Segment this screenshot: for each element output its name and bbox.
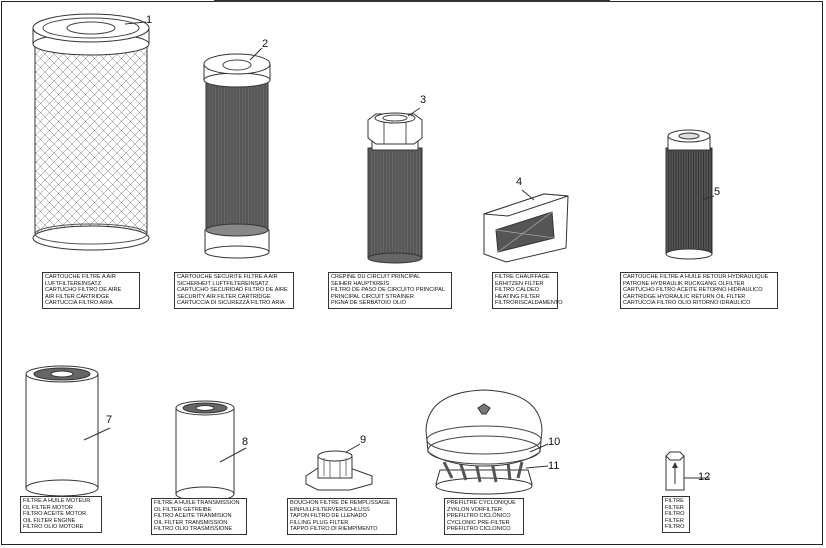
engine-oil-filter-drawing (25, 365, 111, 497)
part-number-5: 5 (714, 186, 721, 198)
security-cartridge-drawing (203, 47, 271, 259)
filling-plug-drawing (305, 443, 373, 491)
caption-line: LUFTFILTEREINSATZ (45, 280, 102, 287)
caption-line: FILTRE A HUILE MOTEUR (23, 498, 91, 504)
caption-line: SECURITY AIR FILTER CARTRIDGE (177, 293, 271, 300)
caption-line: PATRONE HYDRAULIK RUCKGANG OLFILTER (623, 280, 745, 287)
caption-line: CARTUCHO FILTRO DE AIRE (45, 287, 122, 293)
small-filter-drawing (665, 451, 710, 491)
hydraulic-return-cartridge-drawing (665, 129, 715, 260)
caption-part-12: FILTRE FILTER FILTRO FILTER FILTRO (662, 496, 690, 533)
caption-line: CARTOUCHE SECURITE FILTRE A AIR (177, 274, 278, 280)
caption-line: FILTRO CALDEO (495, 287, 540, 293)
caption-part-7: FILTRE A HUILE MOTEUR OL FILTER MOTOR FI… (20, 496, 102, 533)
part-number-2: 2 (262, 38, 269, 50)
caption-part-3: CREPINE DU CIRCUIT PRINCIPAL SEIHER HAUP… (328, 272, 452, 309)
caption-part-9: BOUCHON FILTRE DE REMPLISSAGE EINFULLFIL… (287, 498, 397, 535)
caption-line: CARTUCHO FILTRO ACEITE RETORNO HIDRAULIC… (623, 287, 763, 293)
air-filter-cartridge-drawing (32, 13, 150, 251)
part-number-10: 10 (548, 436, 561, 448)
caption-line: EINFULLFILTERVERSCHLUSS (290, 506, 370, 513)
part-number-9: 9 (360, 434, 367, 446)
part-number-11: 11 (548, 460, 560, 472)
caption-line: OIL FILTER TRANSMISSION (154, 519, 228, 526)
caption-line: OL FILTER GETREIBE (154, 506, 212, 513)
caption-part-4: FILTRE CHAUFFAGE ERHITZEN FILTER FILTRO … (492, 272, 563, 309)
top-rule (214, 0, 610, 2)
caption-line: FILTRE CHAUFFAGE (495, 274, 550, 280)
caption-line: ZYKLON VORFILTER (447, 506, 502, 513)
caption-part-1: CARTOUCHE FILTRE A AIR LUFTFILTEREINSATZ… (42, 272, 140, 309)
caption-line: PIGNA DE SERBATOIO OLIO (331, 300, 407, 306)
caption-line: FILLING PLUG FILTER (290, 519, 349, 526)
part-number-8: 8 (242, 436, 249, 448)
part-number-3: 3 (420, 94, 427, 106)
caption-line: CARTUCCIA DI SICUREZZA FILTRO ARIA (177, 300, 285, 306)
caption-line: FILTRO ACEITE TRANMISION (154, 513, 232, 519)
caption-line: OIL FILTER ENGINE (23, 517, 76, 524)
caption-line: PREFILTRO CICLÓNICO (447, 513, 511, 519)
caption-line: CYCLONIC PRE-FILTER (447, 519, 510, 526)
caption-line: FILTER (665, 517, 684, 524)
caption-line: ERHITZEN FILTER (495, 280, 544, 287)
strainer-drawing (367, 107, 423, 264)
cyclonic-prefilter-drawing (425, 389, 549, 495)
caption-line: CARTUCCIA FILTRO ARIA (45, 300, 113, 306)
caption-line: FILTRO (665, 511, 685, 517)
caption-line: PREFILTRO CICLONICO (447, 526, 511, 532)
caption-line: FILTRO OLIO MOTORE (23, 524, 84, 530)
caption-line: CARTUCCIA FILTRO OLIO RITORNO IDRAULICO (623, 300, 751, 306)
caption-line: CREPINE DU CIRCUIT PRINCIPAL (331, 274, 421, 280)
caption-line: OL FILTER MOTOR (23, 504, 73, 511)
part-number-7: 7 (106, 414, 113, 426)
caption-line: FILTRE A HUILE TRANSMISSION (154, 500, 240, 506)
caption-line: CARTRIDGE HYDRAULIC RETURN OIL FILTER (623, 293, 746, 300)
caption-line: FILTRO (665, 524, 685, 530)
caption-line: FILTRORISCALDAMENTO (495, 300, 563, 306)
caption-line: SICHERHEIT LUFTFILTEREINSATZ (177, 280, 269, 287)
caption-part-2: CARTOUCHE SECURITE FILTRE A AIR SICHERHE… (174, 272, 294, 309)
caption-line: BOUCHON FILTRE DE REMPLISSAGE (290, 500, 390, 506)
part-number-4: 4 (516, 176, 523, 188)
caption-line: SEIHER HAUPTKREIS (331, 280, 390, 287)
caption-part-8: FILTRE A HUILE TRANSMISSION OL FILTER GE… (151, 498, 247, 535)
caption-line: PREFILTRE CYCLONIQUE (447, 500, 516, 506)
caption-line: CARTUCHO SECURIDAD FILTRO DE AIRE (177, 287, 288, 293)
caption-line: TAPPO FILTRO DI RIEMPIMENTO (290, 526, 378, 532)
caption-line: FILTRE (665, 498, 684, 504)
caption-line: CARTOUCHE FILTRE A AIR (45, 274, 116, 280)
caption-part-10: PREFILTRE CYCLONIQUE ZYKLON VORFILTER PR… (444, 498, 524, 535)
part-number-12: 12 (698, 471, 711, 483)
caption-line: FILTRO DE PASO DE CIRCUITO PRINCIPAL (331, 287, 445, 293)
caption-line: PRINCIPAL CIRCUIT STRAINER (331, 293, 414, 300)
heating-filter-drawing (483, 189, 569, 263)
caption-line: CARTOUCHE FILTRE A HUILE RETOUR HYDRAULI… (623, 274, 769, 280)
caption-part-5: CARTOUCHE FILTRE A HUILE RETOUR HYDRAULI… (620, 272, 778, 309)
caption-line: FILTRO ACEITE MOTOR (23, 511, 87, 517)
caption-line: FILTER (665, 504, 684, 511)
transmission-oil-filter-drawing (175, 400, 247, 502)
part-number-1: 1 (146, 14, 153, 26)
caption-line: AIR FILTER CARTRIDGE (45, 293, 110, 300)
caption-line: TAPON FILTRO DE LLENADO (290, 513, 367, 519)
caption-line: FILTRO OLIO TRASMISSIONE (154, 526, 233, 532)
caption-line: HEATING FILTER (495, 293, 540, 300)
